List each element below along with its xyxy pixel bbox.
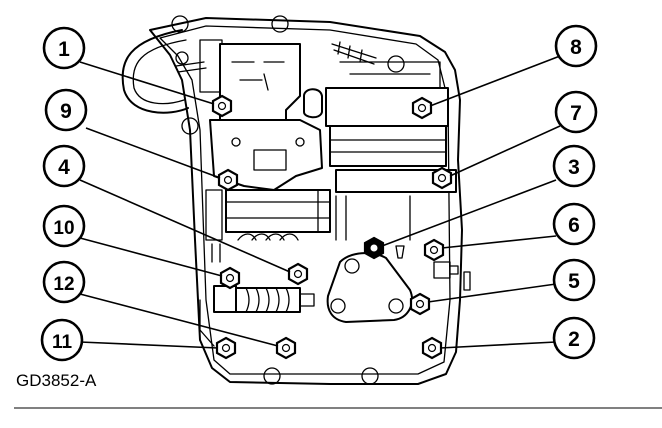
leader-9: [85, 127, 221, 179]
bolt-11: [215, 336, 237, 360]
svg-text:6: 6: [568, 214, 580, 237]
svg-text:9: 9: [60, 100, 72, 123]
bolt-10: [219, 266, 241, 290]
svg-text:3: 3: [568, 156, 580, 179]
leader-10: [79, 237, 223, 277]
callout-11: 11: [40, 318, 84, 362]
callout-5: 5: [552, 258, 596, 302]
bolt-9: [217, 168, 239, 192]
leader-7: [449, 125, 561, 177]
bolt-2: [421, 336, 443, 360]
callout-4: 4: [42, 144, 86, 188]
leader-4: [79, 179, 291, 273]
bolt-8: [411, 96, 433, 120]
callout-2: 2: [552, 316, 596, 360]
callout-1: 1: [42, 26, 86, 70]
callout-12: 12: [42, 260, 86, 304]
svg-text:10: 10: [53, 218, 74, 239]
bolt-5: [409, 292, 431, 316]
bolt-1: [211, 94, 233, 118]
leader-8: [429, 55, 561, 107]
callout-7: 7: [554, 90, 598, 134]
bolt-7: [431, 166, 453, 190]
svg-text:7: 7: [570, 102, 582, 125]
bolt-12: [275, 336, 297, 360]
callouts: 1 9 4 10 12 11 8 7: [40, 24, 598, 362]
leader-3: [381, 179, 557, 247]
callout-10: 10: [42, 204, 86, 248]
svg-text:12: 12: [53, 274, 74, 295]
svg-text:4: 4: [58, 156, 70, 179]
svg-text:5: 5: [568, 270, 580, 293]
svg-text:8: 8: [570, 36, 582, 59]
leader-6: [441, 235, 557, 249]
callout-3: 3: [552, 144, 596, 188]
callout-9: 9: [44, 88, 88, 132]
svg-text:1: 1: [58, 38, 70, 61]
valve-body-drawing: [121, 15, 471, 385]
bolt-6: [423, 238, 445, 262]
leader-12: [79, 293, 279, 347]
leader-11: [79, 341, 219, 349]
callout-6: 6: [552, 202, 596, 246]
leader-2: [439, 341, 557, 349]
bolt-4: [287, 262, 309, 286]
leader-lines: [79, 55, 561, 349]
svg-text:2: 2: [568, 328, 580, 351]
leader-1: [79, 61, 215, 105]
bolt-3: [363, 236, 385, 260]
figure-code: GD3852-A: [16, 371, 97, 390]
leader-5: [427, 283, 557, 303]
bolts: [211, 94, 453, 360]
svg-text:11: 11: [52, 332, 73, 353]
callout-8: 8: [554, 24, 598, 68]
